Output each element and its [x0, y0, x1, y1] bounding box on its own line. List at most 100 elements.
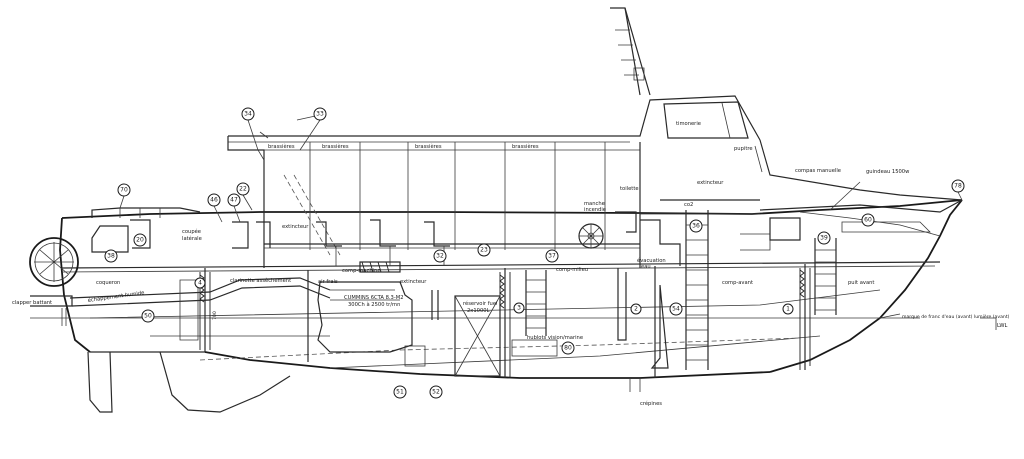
callout-46: 46	[207, 193, 221, 207]
label-pupitre: pupitre	[734, 146, 753, 152]
label-toilette: toilette	[620, 186, 639, 192]
engine-block	[317, 261, 413, 353]
leader-lines	[61, 119, 997, 330]
callout-34: 34	[241, 107, 255, 121]
label-comp-milieu: comp-milieu	[556, 267, 588, 273]
label-extincteur-3: extincteur	[697, 180, 724, 186]
label-dim: 700	[212, 311, 218, 320]
label-clapper: clapper battant	[12, 300, 52, 306]
label-engine-2: 300Ch à 2500 tr/mn	[348, 301, 400, 308]
callout-37: 37	[545, 249, 559, 263]
callout-markers: 34 33 70 46 47 22 20 38 37 32 23 36 60 3…	[104, 107, 965, 399]
svg-text:50: 50	[144, 313, 152, 320]
label-hublots: hublots vision/marine	[527, 335, 583, 341]
callout-33: 33	[313, 107, 327, 121]
svg-text:80: 80	[564, 345, 572, 352]
callout-23: 23	[477, 243, 491, 257]
label-couple-1: coupée	[182, 228, 201, 235]
bow-anchor	[769, 217, 931, 241]
label-echappement: échappement humide	[87, 289, 144, 304]
callout-52: 52	[429, 385, 443, 399]
label-manche-2: incendie	[584, 207, 606, 213]
label-reservoir-1: réservoir fuel	[463, 300, 497, 307]
seats	[91, 219, 450, 266]
label-compas-manuelle: compas manuelle	[795, 168, 841, 174]
label-clarinette: clarinette assèchement	[230, 277, 291, 284]
label-air-frais: air frais	[318, 279, 338, 285]
callout-51: 51	[393, 385, 407, 399]
label-evacuation-1: évacuation	[637, 257, 666, 264]
fuel-tank	[454, 295, 501, 377]
svg-text:38: 38	[107, 253, 115, 260]
callout-39: 39	[817, 231, 831, 245]
label-reservoir-2: 2x1000L	[467, 308, 490, 314]
exhaust-pipe	[30, 277, 331, 307]
callout-60: 60	[861, 213, 875, 227]
life-raft	[29, 237, 79, 287]
ladders	[525, 210, 837, 370]
svg-text:52: 52	[432, 389, 440, 396]
svg-text:23: 23	[480, 247, 488, 254]
svg-text:33: 33	[316, 111, 324, 118]
svg-text:78: 78	[954, 183, 962, 190]
callout-36: 36	[689, 219, 703, 233]
svg-text:20: 20	[136, 237, 144, 244]
label-marque: marque de franc d'eau (avant) lumière (a…	[902, 313, 1010, 320]
svg-text:3: 3	[517, 305, 521, 312]
label-brassieres-2: brassières	[322, 143, 349, 150]
label-brassieres-4: brassières	[512, 143, 539, 150]
label-crepines: crépines	[640, 400, 662, 407]
label-extincteur-1: extincteur	[282, 224, 309, 230]
label-extincteur-2: extincteur	[400, 279, 427, 285]
callout-54: 54	[669, 302, 683, 316]
svg-text:4: 4	[198, 280, 202, 287]
label-comp-avant: comp-avant	[722, 280, 753, 286]
toilet-bay	[615, 211, 681, 341]
label-brassieres-3: brassières	[415, 143, 442, 150]
callout-20: 20	[133, 233, 147, 247]
label-puit-avant: puit avant	[848, 280, 874, 286]
svg-text:37: 37	[548, 253, 556, 260]
svg-text:2: 2	[634, 306, 638, 313]
label-couple-2: latérale	[182, 235, 202, 242]
callout-22: 22	[236, 182, 250, 196]
callout-32: 32	[433, 249, 447, 263]
svg-text:47: 47	[230, 197, 238, 204]
callout-70: 70	[117, 183, 131, 197]
label-comp-machine: comp-machine	[342, 268, 381, 274]
svg-text:34: 34	[244, 111, 252, 118]
svg-text:1: 1	[786, 306, 790, 313]
superstructure	[91, 7, 963, 268]
label-guindeau: guindeau 1500w	[866, 169, 910, 175]
svg-text:51: 51	[396, 389, 404, 396]
label-engine-1: CUMMINS 6CTA 8.3-M2	[344, 295, 404, 301]
callout-3: 3	[513, 302, 525, 314]
label-timonerie: timonerie	[676, 121, 701, 127]
svg-text:60: 60	[864, 217, 872, 224]
svg-text:39: 39	[820, 235, 828, 242]
svg-text:22: 22	[239, 186, 247, 193]
callout-1: 1	[782, 303, 794, 315]
svg-text:36: 36	[692, 223, 700, 230]
label-coqueron: coqueron	[96, 280, 120, 286]
svg-text:70: 70	[120, 187, 128, 194]
callout-80: 80	[561, 341, 575, 355]
label-evacuation-2: eau	[641, 264, 651, 270]
callout-38: 38	[104, 249, 118, 263]
drawing-labels: timonerie pupitre brassières brassières …	[12, 121, 1010, 407]
callout-50: 50	[141, 309, 155, 323]
label-brassieres-1: brassières	[268, 143, 295, 150]
helm-wheel	[578, 223, 604, 249]
svg-text:54: 54	[672, 306, 680, 313]
label-lwl: LWL	[997, 323, 1008, 329]
label-co2: co2	[684, 202, 693, 208]
label-manche-1: manche	[584, 201, 605, 207]
svg-text:46: 46	[210, 197, 218, 204]
callout-78: 78	[951, 179, 965, 193]
callout-47: 47	[227, 193, 241, 207]
bulkheads	[199, 264, 811, 378]
callout-4: 4	[194, 277, 206, 289]
callout-2: 2	[630, 303, 642, 315]
svg-text:32: 32	[436, 253, 444, 260]
